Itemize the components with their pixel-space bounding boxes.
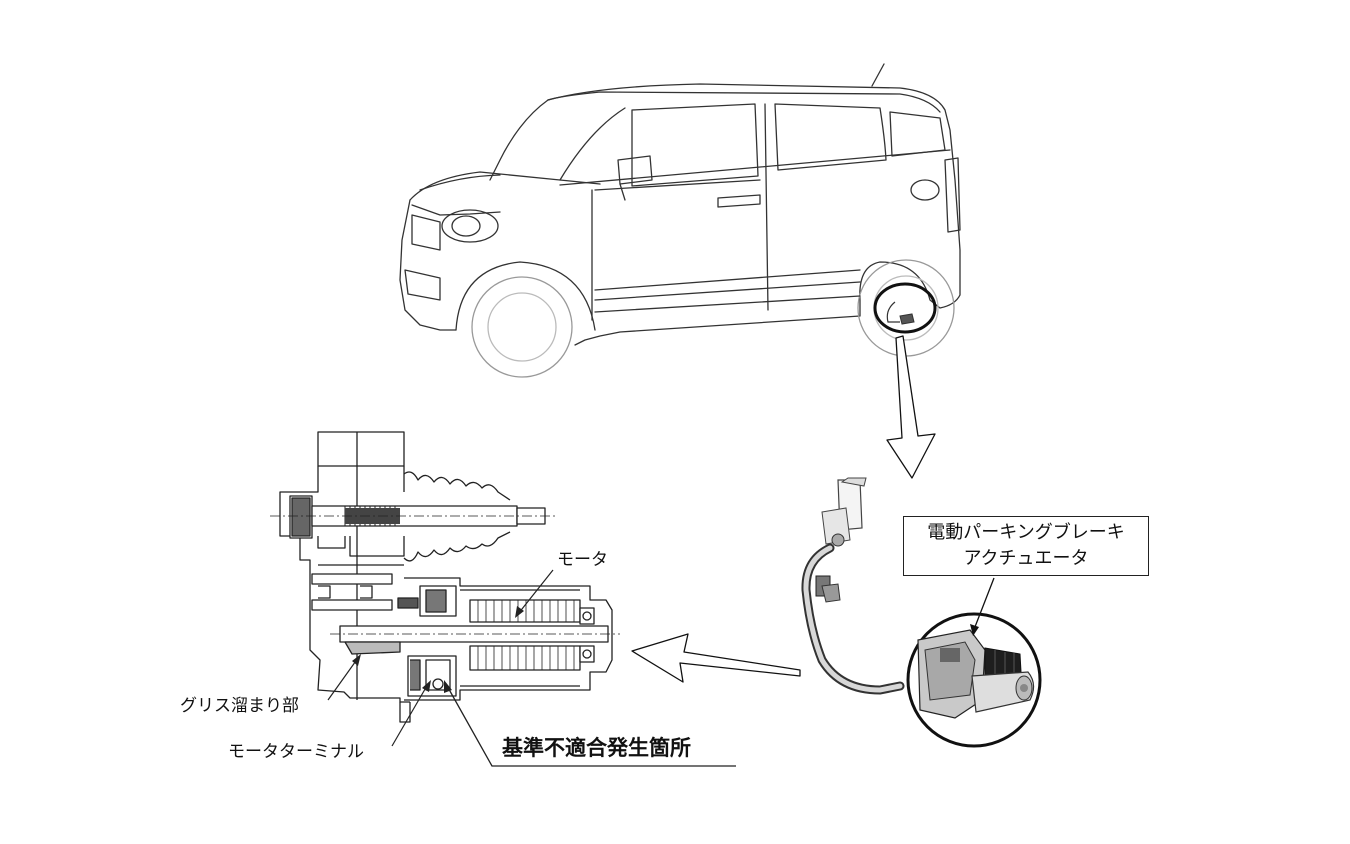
motor-label: モータ	[557, 550, 608, 570]
actuator-label-line1: 電動パーキングブレーキ	[927, 522, 1125, 543]
defect-location-label: 基準不適合発生箇所	[502, 736, 691, 760]
grease-reservoir-label: グリス溜まり部	[180, 696, 299, 716]
actuator-location-marker	[873, 282, 937, 334]
actuator-label-line2: アクチュエータ	[963, 548, 1089, 569]
motor-terminal-label: モータターミナル	[228, 742, 364, 762]
cross-section-drawing	[270, 431, 736, 767]
arrow-to-actuator	[886, 335, 936, 479]
actuator-label-box: 電動パーキングブレーキ アクチュエータ	[903, 516, 1149, 576]
vehicle-drawing	[399, 63, 961, 378]
arrow-to-cross-section	[631, 633, 801, 683]
actuator-photo	[801, 477, 1042, 748]
